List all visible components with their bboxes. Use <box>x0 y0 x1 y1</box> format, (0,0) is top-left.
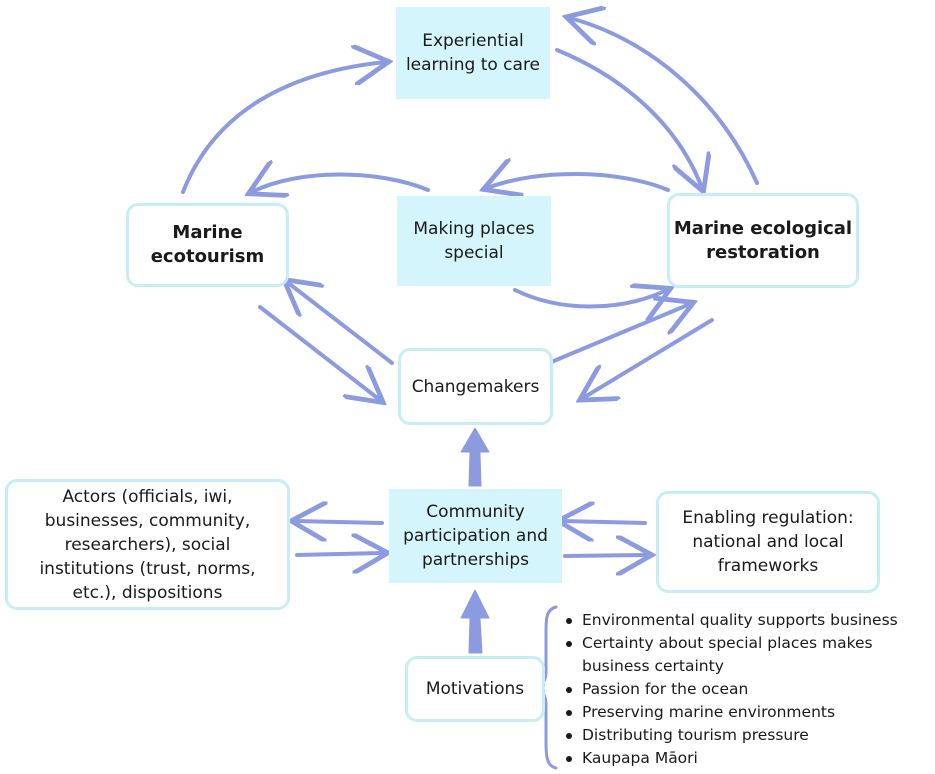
node-experiential-learning-label: Experiential learning to care <box>405 31 541 75</box>
arrow-ecotourism-to-changemakers <box>258 305 380 400</box>
arrow-making-to-ecotourism <box>252 175 430 193</box>
arrow-community-to-enabling <box>563 555 648 556</box>
node-enabling-regulation-label: Enabling regulation: national and local … <box>682 508 854 576</box>
arrow-ecotourism-to-experiential <box>181 62 385 194</box>
node-community-participation: Community participation and partnerships <box>389 489 562 583</box>
node-community-participation-label: Community participation and partnerships <box>403 502 548 570</box>
arrow-community-to-actors <box>295 521 384 523</box>
node-actors: Actors (officials, iwi, businesses, comm… <box>5 479 290 610</box>
motivation-item: Preserving marine environments <box>564 701 898 724</box>
arrow-making-to-restoration <box>513 290 667 307</box>
node-marine-ecotourism: Marine ecotourism <box>126 203 289 287</box>
arrow-restoration-to-changemakers <box>583 318 714 398</box>
node-actors-label: Actors (officials, iwi, businesses, comm… <box>39 486 256 603</box>
node-marine-ecological-restoration: Marine ecological restoration <box>667 193 859 288</box>
node-marine-ecological-restoration-label: Marine ecological restoration <box>673 217 853 263</box>
node-making-places-special-label: Making places special <box>413 219 535 263</box>
arrow-restoration-to-experiential <box>570 18 759 185</box>
arrow-experiential-to-restoration <box>555 48 702 188</box>
motivation-item: Passion for the ocean <box>564 678 898 701</box>
motivation-item: Distributing tourism pressure <box>564 724 898 747</box>
node-motivations-label: Motivations <box>425 679 525 699</box>
arrow-changemakers-to-ecotourism <box>287 282 394 365</box>
node-motivations: Motivations <box>405 656 545 722</box>
node-marine-ecotourism-label: Marine ecotourism <box>150 222 265 267</box>
motivation-item: Certainty about special places makes bus… <box>564 632 898 678</box>
arrow-restoration-to-making <box>487 174 670 190</box>
node-changemakers-label: Changemakers <box>411 376 540 397</box>
motivation-item: Kaupapa Māori <box>564 747 898 770</box>
arrow-enabling-to-community <box>562 521 647 523</box>
node-changemakers: Changemakers <box>398 348 553 425</box>
arrow-changemakers-to-restoration <box>547 304 690 365</box>
arrow-community-to-changemakers <box>460 427 490 487</box>
node-making-places-special: Making places special <box>397 196 551 286</box>
motivations-list: Environmental quality supports business … <box>564 609 898 770</box>
motivation-item: Environmental quality supports business <box>564 609 898 632</box>
arrow-actors-to-community <box>295 553 384 555</box>
node-enabling-regulation: Enabling regulation: national and local … <box>656 491 880 593</box>
node-experiential-learning: Experiential learning to care <box>396 7 550 99</box>
arrow-motivations-to-community <box>460 589 490 654</box>
